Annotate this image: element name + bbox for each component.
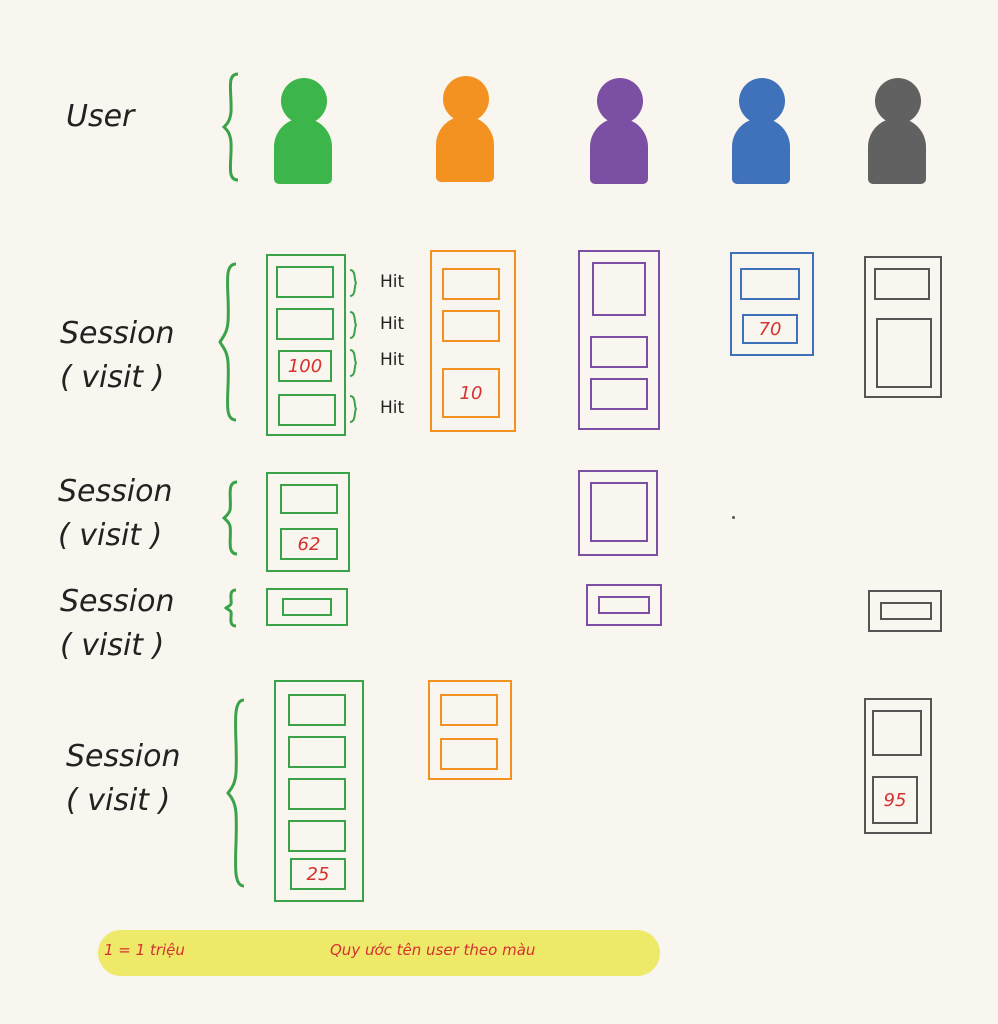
hit-box (590, 336, 648, 368)
orange-session-4 (428, 680, 512, 780)
hit-box (590, 378, 648, 410)
user-brace (221, 72, 239, 182)
hit-box (288, 820, 346, 852)
green-session-2: 62 (266, 472, 350, 572)
user-row-label: User (66, 99, 135, 134)
hit-label-4: Hit (380, 398, 405, 418)
session-2-brace (221, 480, 238, 556)
hit-box (874, 268, 930, 300)
hit-value-box: 25 (290, 858, 346, 890)
session-row-1-label: Session ( visit ) (60, 316, 175, 395)
hit-box (440, 738, 498, 770)
hit-brace-2 (349, 311, 358, 339)
session-row-4-label: Session ( visit ) (66, 739, 181, 818)
hit-box (876, 318, 932, 388)
session-4-brace (226, 698, 245, 888)
color-convention-note: Quy ước tên user theo màu (330, 941, 536, 959)
green-session-4: 25 (274, 680, 364, 902)
hit-box (440, 694, 498, 726)
hit-box (592, 262, 646, 316)
hit-box (276, 308, 334, 340)
purple-session-2 (578, 470, 658, 556)
hit-value-box: 100 (278, 350, 332, 382)
hit-box (872, 710, 922, 756)
green-user-icon (274, 78, 334, 188)
blue-user-icon (732, 78, 792, 188)
hit-box (280, 484, 338, 514)
hit-box (288, 736, 346, 768)
purple-session-3 (586, 584, 662, 626)
hit-box (276, 266, 334, 298)
gray-session-3 (868, 590, 942, 632)
hit-box (282, 598, 332, 616)
hit-value-box: 95 (872, 776, 918, 824)
session-row-3-label: Session ( visit ) (60, 584, 175, 663)
hit-label-2: Hit (380, 314, 405, 334)
legend-note: 1 = 1 triệu Quy ước tên user theo màu (98, 930, 660, 976)
hit-box (590, 482, 648, 542)
stray-dot (732, 516, 735, 519)
hit-label-1: Hit (380, 272, 405, 292)
hit-box (740, 268, 800, 300)
green-session-1: 100 (266, 254, 346, 436)
hit-box (288, 778, 346, 810)
hit-box (278, 394, 336, 426)
hit-brace-3 (349, 349, 358, 377)
hit-brace-4 (349, 395, 358, 423)
blue-session-1: 70 (730, 252, 814, 356)
gray-session-1 (864, 256, 942, 398)
hit-box (288, 694, 346, 726)
hit-value-box: 10 (442, 368, 500, 418)
orange-session-1: 10 (430, 250, 516, 432)
hit-box (442, 268, 500, 300)
purple-user-icon (590, 78, 650, 188)
purple-session-1 (578, 250, 660, 430)
hit-box (598, 596, 650, 614)
unit-note: 1 = 1 triệu (104, 941, 185, 959)
orange-user-icon (436, 76, 496, 186)
hit-brace-1 (349, 269, 358, 297)
hit-box (442, 310, 500, 342)
session-row-2-label: Session ( visit ) (58, 474, 173, 553)
hit-box (880, 602, 932, 620)
gray-session-4: 95 (864, 698, 932, 834)
session-1-brace (218, 262, 237, 422)
gray-user-icon (868, 78, 928, 188)
hit-value-box: 70 (742, 314, 798, 344)
session-3-brace (223, 588, 237, 628)
hit-value-box: 62 (280, 528, 338, 560)
hit-label-3: Hit (380, 350, 405, 370)
green-session-3 (266, 588, 348, 626)
